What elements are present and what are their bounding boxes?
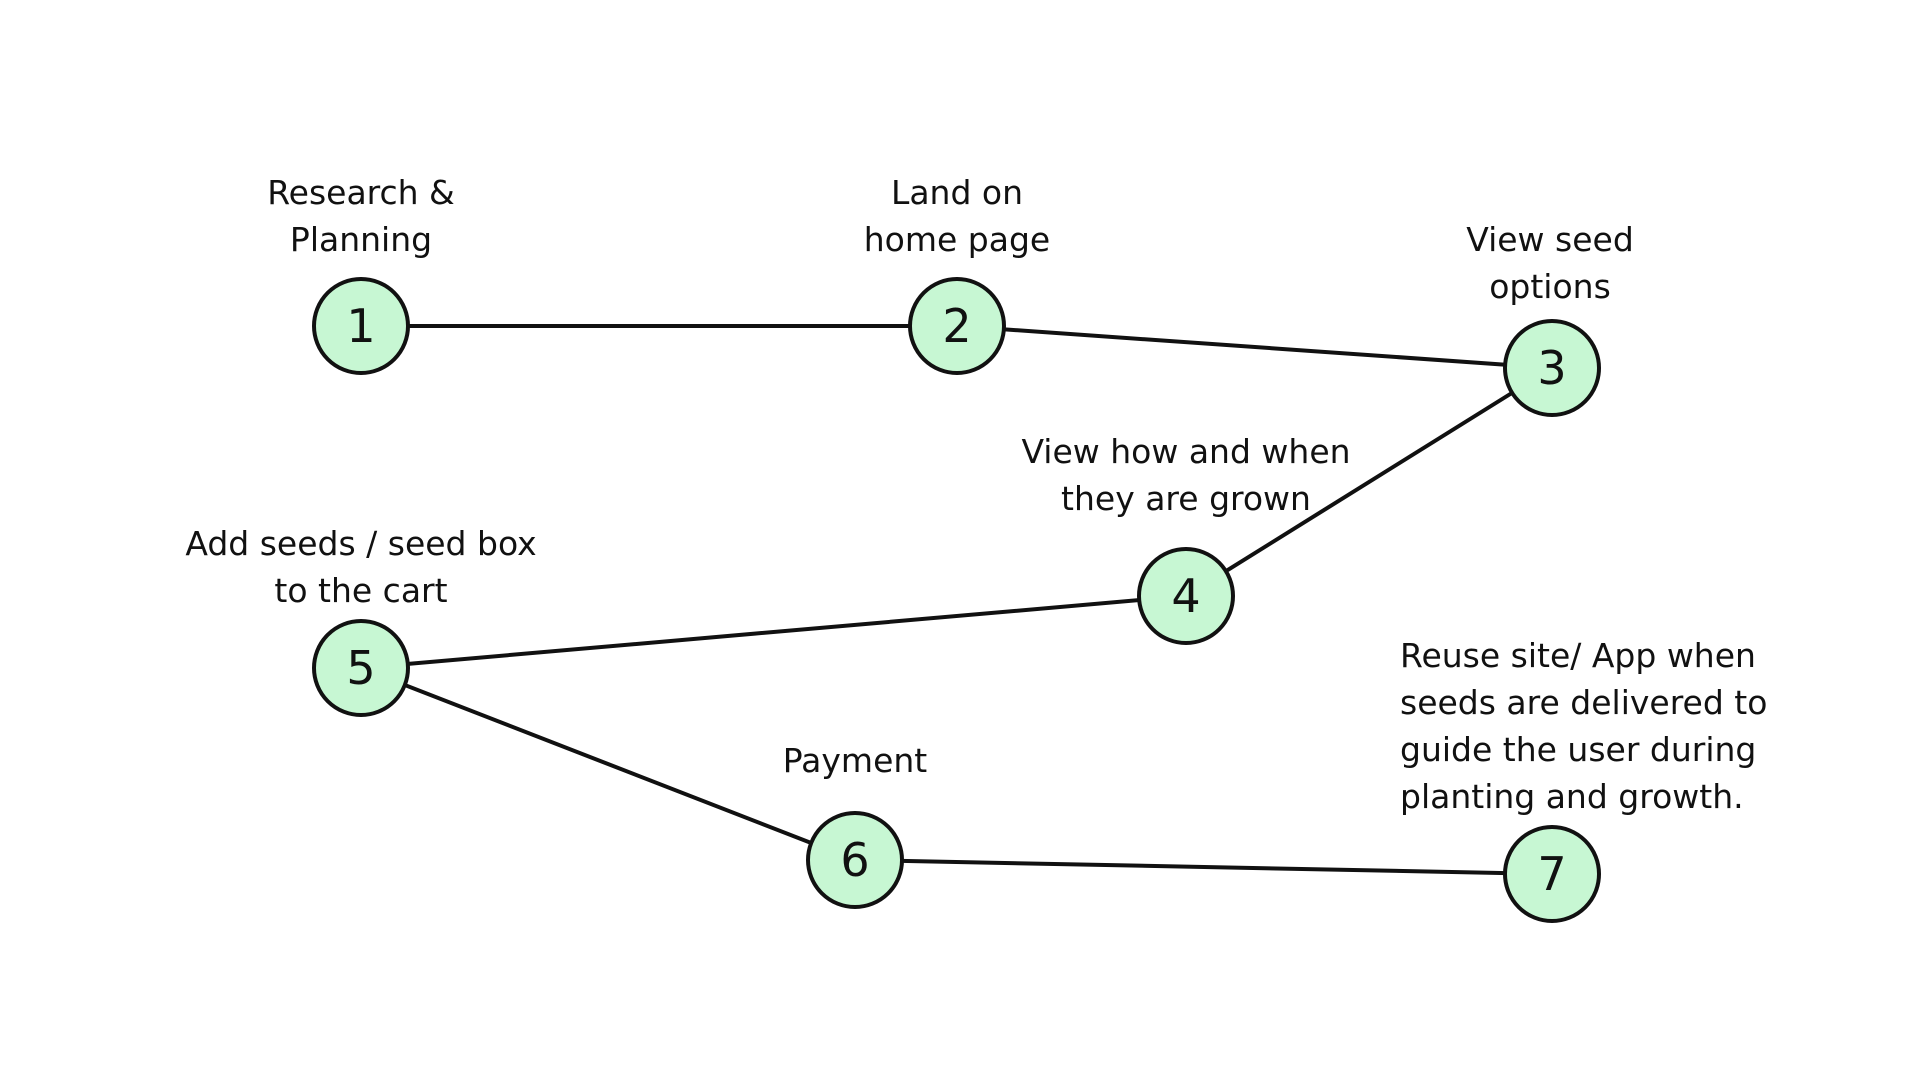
step-label-2: Land on home page bbox=[863, 173, 1051, 259]
step-label-7: Reuse site/ App when seeds are delivered… bbox=[1400, 636, 1768, 816]
edge-2-3 bbox=[955, 324, 1554, 370]
step-label-5: Add seeds / seed box to the cart bbox=[185, 524, 537, 610]
step-node-6: 6 bbox=[806, 811, 904, 909]
step-node-5: 5 bbox=[312, 619, 410, 717]
step-label-1: Research & Planning bbox=[267, 173, 455, 259]
step-label-3: View seed options bbox=[1466, 220, 1634, 306]
edge-6-7 bbox=[853, 858, 1554, 876]
edge-5-6 bbox=[359, 666, 857, 862]
edge-3-4 bbox=[1184, 366, 1554, 598]
step-label-6: Payment bbox=[782, 741, 928, 780]
step-node-3: 3 bbox=[1503, 319, 1601, 417]
step-label-4: View how and when they are grown bbox=[1021, 432, 1351, 518]
step-node-1: 1 bbox=[312, 277, 410, 375]
step-node-7: 7 bbox=[1503, 825, 1601, 923]
step-node-2: 2 bbox=[908, 277, 1006, 375]
step-node-4: 4 bbox=[1137, 547, 1235, 645]
edge-4-5 bbox=[359, 594, 1188, 670]
